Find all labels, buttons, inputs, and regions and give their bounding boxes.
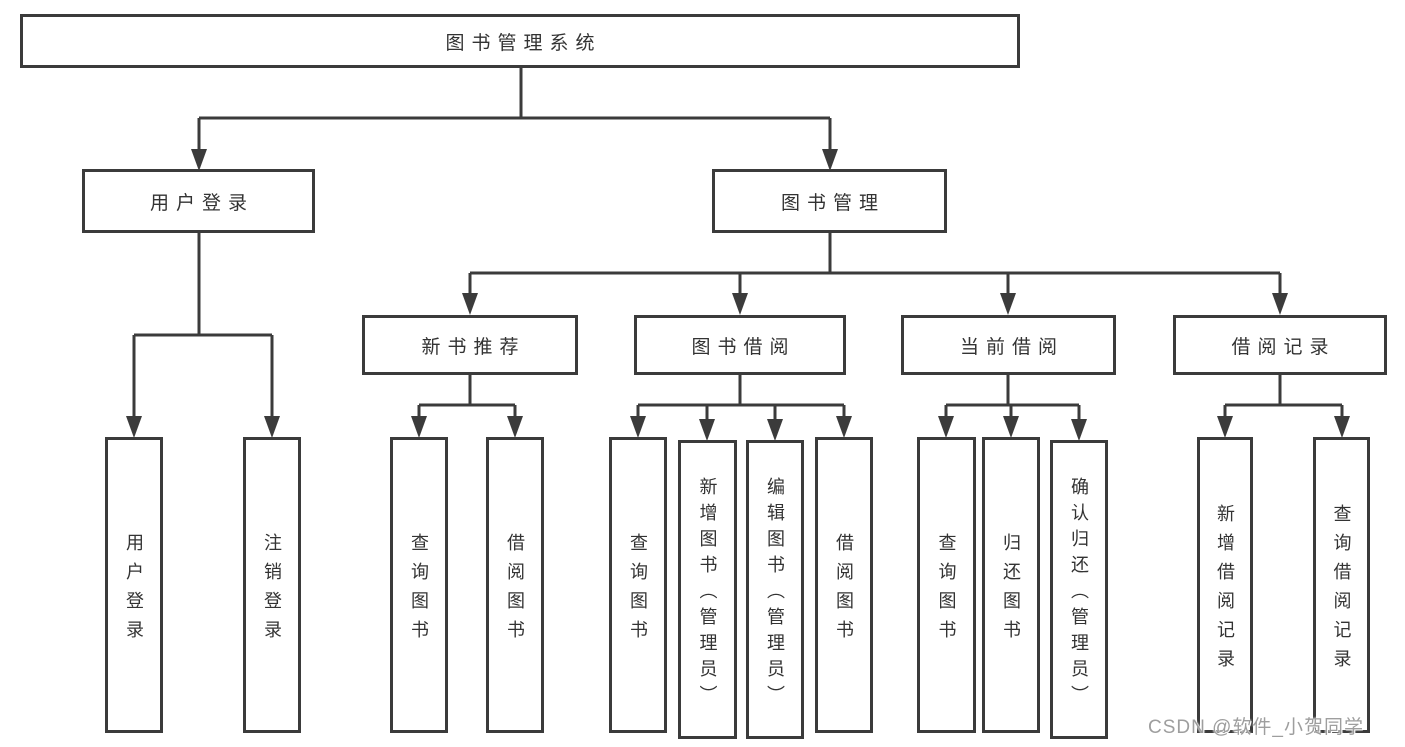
- csdn-watermark: CSDN @软件_小贺同学: [1148, 717, 1364, 738]
- node-new-book-recommend-label: 新书推荐: [421, 336, 526, 358]
- node-leaf-confirm-return-admin-label: 确认归还（管理员）: [1069, 476, 1089, 711]
- arrowheads: [126, 149, 1350, 441]
- node-leaf-add-books-admin-label: 新增图书（管理员）: [697, 476, 718, 711]
- node-borrowing-records: 借阅记录: [1173, 315, 1387, 375]
- node-leaf-return-books-label: 归还图书: [1001, 532, 1021, 649]
- node-leaf-query-borrow-record-label: 查询借阅记录: [1331, 503, 1352, 678]
- node-user-login: 用户登录: [82, 169, 315, 233]
- node-leaf-query-borrow-record: 查询借阅记录: [1313, 437, 1370, 733]
- node-book-borrowing: 图书借阅: [634, 315, 846, 375]
- node-current-borrowing-label: 当前借阅: [959, 336, 1064, 358]
- node-leaf-confirm-return-admin: 确认归还（管理员）: [1050, 440, 1108, 739]
- node-leaf-query-books-borrowing: 查询图书: [609, 437, 667, 733]
- node-leaf-query-books-recommend-label: 查询图书: [409, 532, 429, 649]
- node-new-book-recommend: 新书推荐: [362, 315, 578, 375]
- node-root-label: 图书管理系统: [445, 32, 602, 54]
- node-leaf-borrow-books-recommend: 借阅图书: [486, 437, 544, 733]
- node-leaf-user-login-label: 用户登录: [124, 532, 144, 649]
- node-leaf-add-books-admin: 新增图书（管理员）: [678, 440, 737, 739]
- node-root-system: 图书管理系统: [20, 14, 1020, 68]
- node-leaf-borrow-books-recommend-label: 借阅图书: [505, 532, 525, 649]
- node-leaf-query-books-current: 查询图书: [917, 437, 976, 733]
- node-leaf-borrow-books: 借阅图书: [815, 437, 873, 733]
- node-leaf-query-books-current-label: 查询图书: [936, 532, 957, 649]
- node-current-borrowing: 当前借阅: [901, 315, 1116, 375]
- node-book-management: 图书管理: [712, 169, 947, 233]
- node-leaf-borrow-books-label: 借阅图书: [834, 532, 854, 649]
- node-leaf-edit-books-admin: 编辑图书（管理员）: [746, 440, 804, 739]
- node-leaf-add-borrow-record-label: 新增借阅记录: [1215, 503, 1235, 678]
- node-leaf-return-books: 归还图书: [982, 437, 1040, 733]
- node-book-management-label: 图书管理: [780, 192, 885, 214]
- node-user-login-label: 用户登录: [149, 192, 254, 214]
- node-leaf-query-books-recommend: 查询图书: [390, 437, 448, 733]
- node-leaf-logout: 注销登录: [243, 437, 301, 733]
- node-leaf-add-borrow-record: 新增借阅记录: [1197, 437, 1253, 733]
- node-leaf-edit-books-admin-label: 编辑图书（管理员）: [765, 476, 785, 711]
- node-leaf-query-books-borrowing-label: 查询图书: [628, 532, 648, 649]
- node-leaf-logout-label: 注销登录: [262, 532, 282, 649]
- node-borrowing-records-label: 借阅记录: [1231, 336, 1336, 358]
- node-leaf-user-login: 用户登录: [105, 437, 163, 733]
- node-book-borrowing-label: 图书借阅: [691, 336, 796, 358]
